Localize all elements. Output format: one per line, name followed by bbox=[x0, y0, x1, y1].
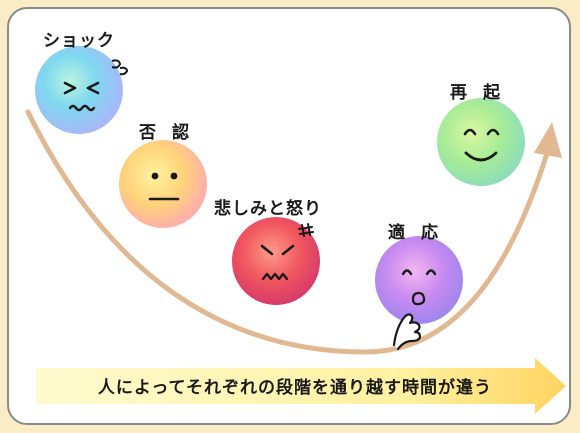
stage-label-adaptation: 適応 bbox=[388, 223, 454, 243]
stage-label-recovery: 再起 bbox=[450, 83, 516, 103]
adaptation-face-icon bbox=[375, 236, 463, 351]
banner-arrow-shape bbox=[36, 358, 566, 414]
shock-face-icon bbox=[35, 46, 129, 134]
stage-label-sadness-anger: 悲しみと怒り bbox=[214, 199, 322, 219]
recovery-face-icon bbox=[437, 98, 525, 186]
denial-face-icon bbox=[119, 140, 207, 228]
curve-arrowhead bbox=[534, 122, 562, 158]
stage-label-shock: ショック bbox=[43, 31, 115, 51]
emotion-curve bbox=[25, 109, 551, 355]
anger-face-icon bbox=[232, 217, 320, 305]
stage-label-denial: 否認 bbox=[139, 123, 205, 143]
banner-text: 人によってそれぞれの段階を通り越す時間が違う bbox=[97, 378, 493, 398]
